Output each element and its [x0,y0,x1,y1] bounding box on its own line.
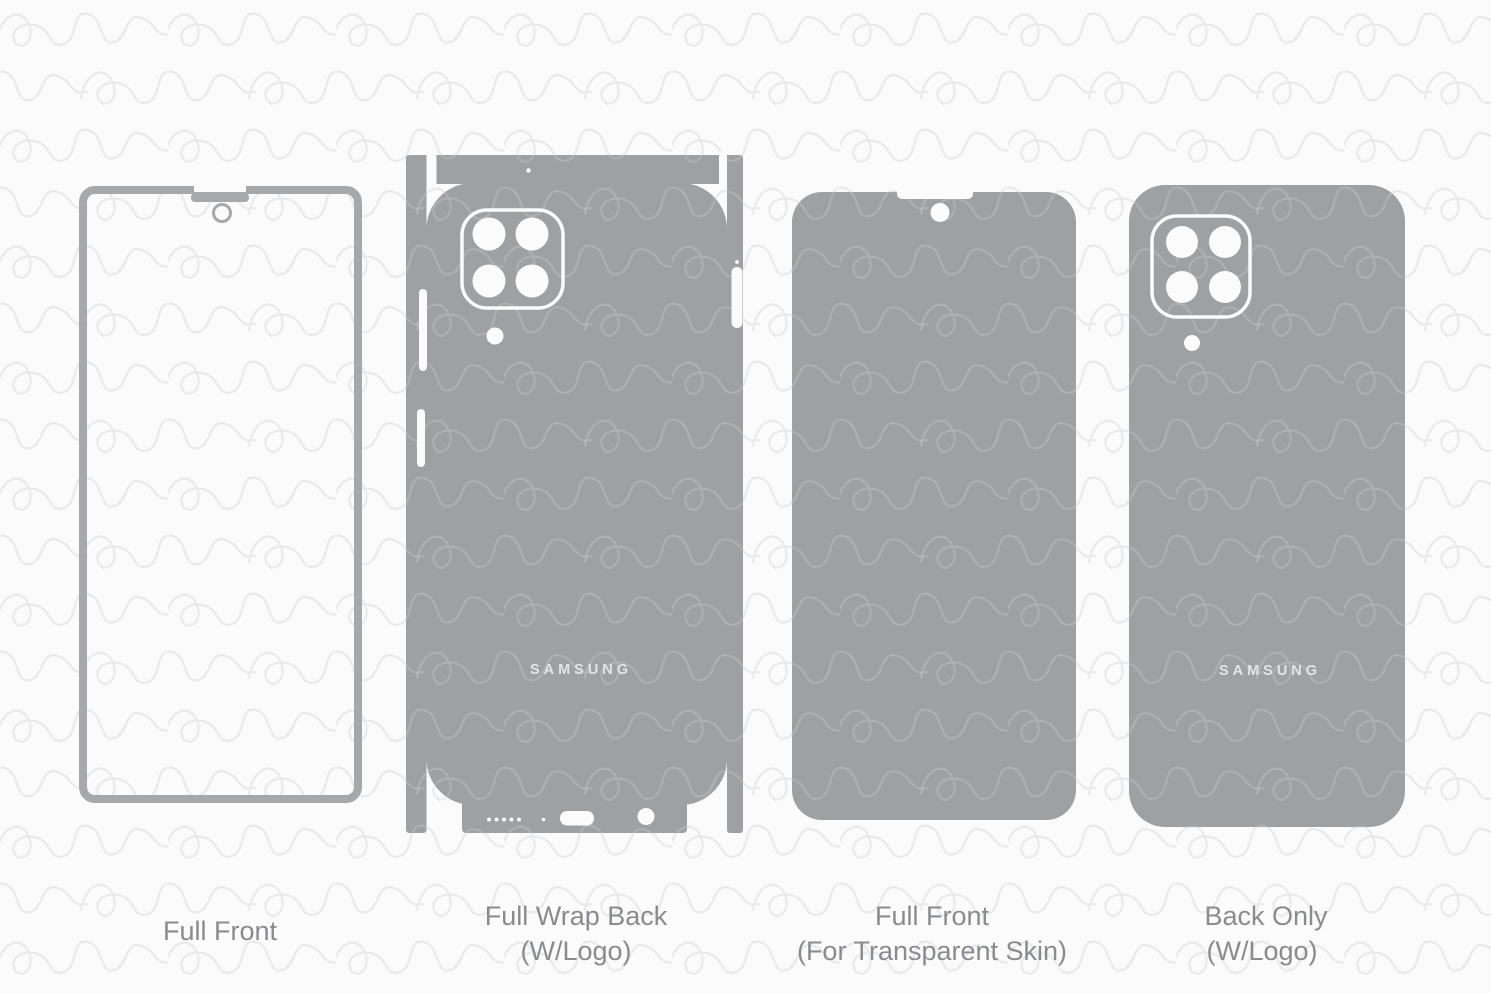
flash-cutout [1184,335,1200,351]
template-label: Full Front [875,901,990,931]
template-full-front [79,180,362,803]
top-left-cut-slit [426,152,437,188]
camera-lens-cutout [472,264,506,298]
button-slot-cutout [419,289,427,371]
button-slot-cutout [417,409,425,467]
screen-notch-gap [194,180,246,192]
camera-lens-cutout [515,217,549,251]
camera-lens-cutout [1209,226,1241,258]
punch-hole-camera [212,203,232,223]
mic-hole-cutout [526,168,531,173]
front-transparent-cutouts [897,185,973,222]
template-labels: Full Front Full Wrap Back (W/Logo) Full … [163,901,1328,966]
template-label: (For Transparent Skin) [797,936,1067,966]
logo-samsung: SAMSUNG [1219,663,1321,679]
camera-module-cutout [1150,214,1252,319]
bottom-mic-cutout [541,817,546,822]
screen-notch [897,185,973,199]
camera-lens-cutout [1209,271,1241,303]
wrap-cutouts: SAMSUNG [417,152,743,826]
button-slot-cutout [731,267,743,328]
template-label: (W/Logo) [520,936,631,966]
screen-notch [191,193,249,202]
camera-lens-cutout [1166,226,1198,258]
template-label: (W/Logo) [1206,936,1317,966]
side-pinhole-cutout [735,260,739,264]
camera-lens-cutout [515,264,549,298]
template-label: Back Only [1204,901,1328,931]
template-label: Full Wrap Back [485,901,668,931]
logo-samsung: SAMSUNG [530,662,632,678]
speaker-holes-cutout [487,817,521,822]
flash-cutout [486,327,504,345]
camera-lens-cutout [472,217,506,251]
punch-hole-camera [930,203,950,222]
camera-module-cutout [460,208,565,310]
template-label: Full Front [163,916,278,946]
back-only-cutouts: SAMSUNG [1150,214,1321,679]
top-right-cut-slit [719,152,727,188]
camera-lens-cutout [1166,271,1198,303]
headphone-jack-cutout [637,808,655,825]
usb-port-cutout [560,811,594,826]
